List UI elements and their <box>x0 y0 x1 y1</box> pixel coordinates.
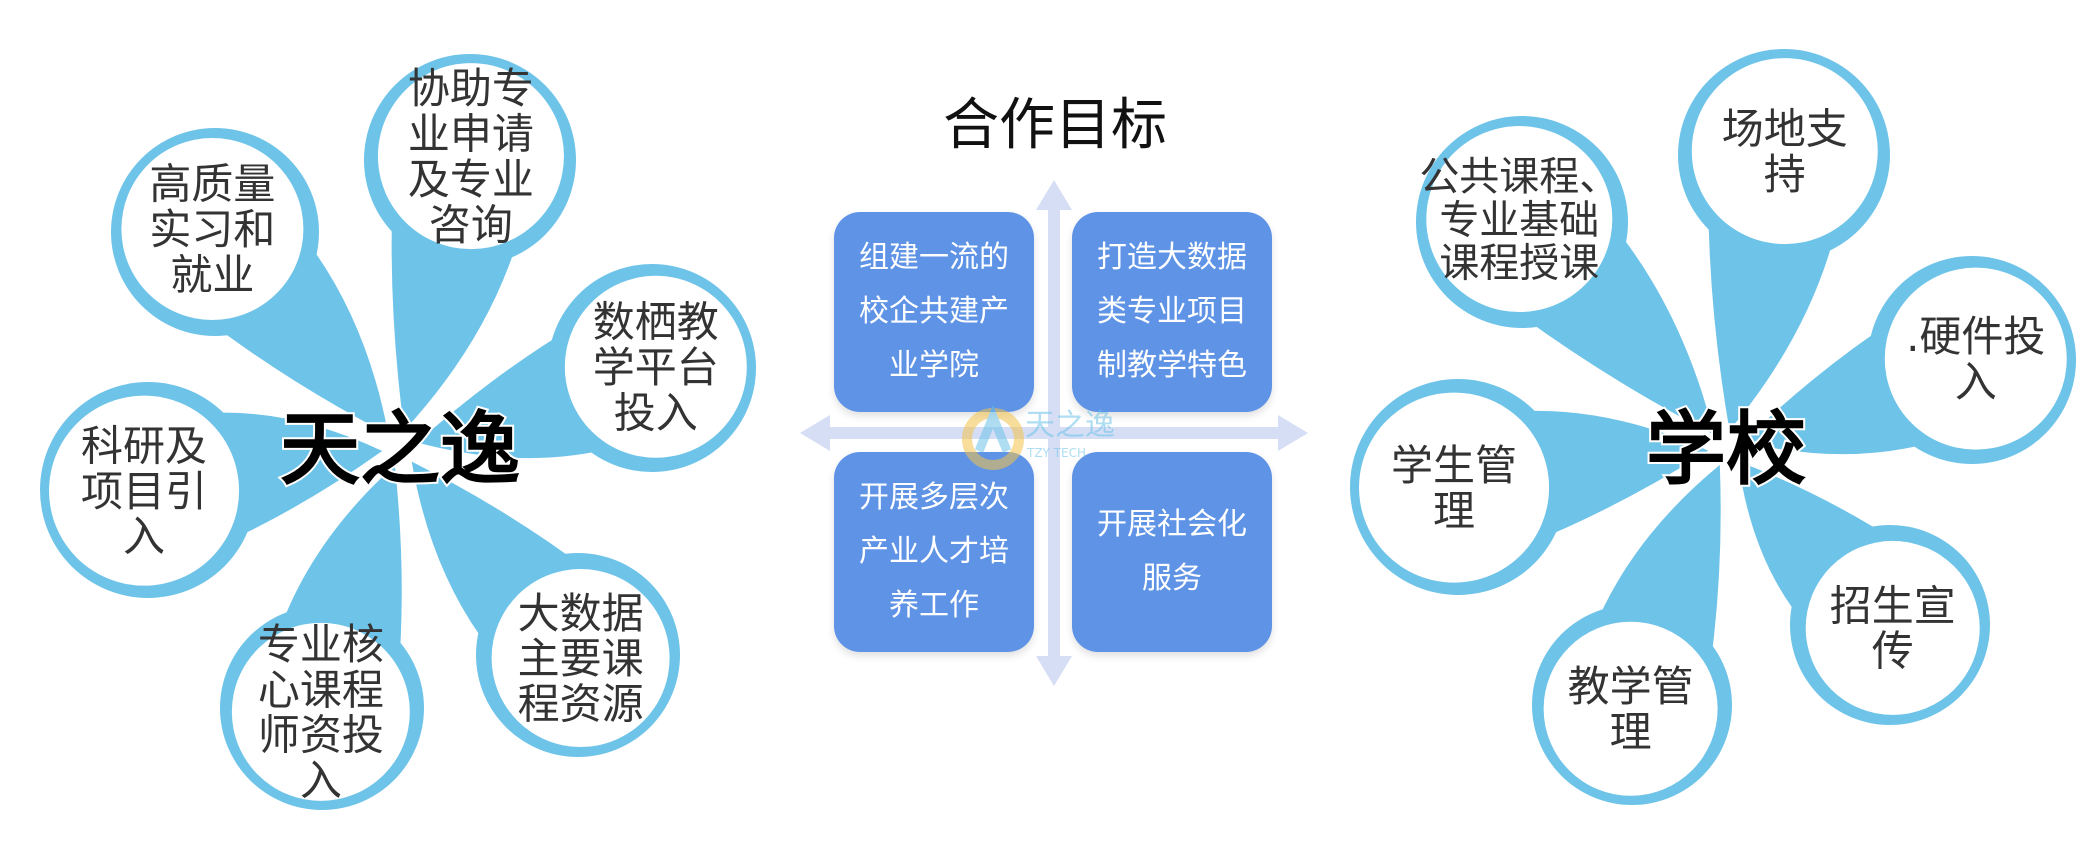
left-hub-label: 天之逸 <box>280 403 520 496</box>
axis-arrow-down <box>1036 656 1072 686</box>
right-petal-label-enrollment: 招生宣传 <box>1830 581 1956 675</box>
goal-line: 开展社会化 <box>1097 507 1247 542</box>
left-petal-line: 咨询 <box>429 200 513 249</box>
left-petal-line: 师资投 <box>258 711 384 760</box>
right-petal-label-venue: 场地支持 <box>1722 105 1848 199</box>
goal-top-right: 打造大数据类专业项目制教学特色 <box>1072 212 1272 412</box>
left-petal-line: 程资源 <box>518 680 644 729</box>
left-petal-line: 就业 <box>170 250 254 299</box>
right-hub-label: 学校 <box>1646 403 1806 496</box>
left-petal-line: 入 <box>300 756 342 805</box>
right-petal-line: .硬件投 <box>1906 312 2045 361</box>
axis-arrow-up <box>1036 180 1072 210</box>
axis-arrow-left <box>800 415 830 451</box>
left-petal-label-major-consult: 协助专业申请及专业咨询 <box>408 64 534 249</box>
horizontal-axis <box>815 427 1295 439</box>
left-petal-line: 专业核 <box>258 620 384 669</box>
goal-line: 类专业项目 <box>1097 294 1247 329</box>
left-petal-bubble-platform <box>564 275 747 458</box>
left-petal-line: 数栖教 <box>593 298 719 347</box>
right-petal-line: 公共课程、 <box>1419 154 1619 200</box>
watermark-logo: 天之逸 TZY TECH <box>962 405 1115 470</box>
goal-line: 养工作 <box>889 588 979 623</box>
goal-top-left: 组建一流的校企共建产业学院 <box>834 212 1034 412</box>
left-petal-label-internship: 高质量实习和就业 <box>149 160 275 300</box>
left-petal-bubble-major-consult <box>377 63 564 250</box>
right-petal-line: 场地支 <box>1722 105 1848 154</box>
watermark-mark-icon <box>974 405 1012 453</box>
right-petal-bubble-venue <box>1691 58 1878 245</box>
right-petal-line: 持 <box>1764 150 1806 199</box>
goal-bottom-right: 开展社会化服务 <box>1072 452 1272 652</box>
goal-line: 制教学特色 <box>1097 348 1247 383</box>
left-petal-line: 实习和 <box>149 205 275 254</box>
right-petal-line: 传 <box>1872 627 1914 676</box>
left-petal-bubble-research <box>49 395 240 586</box>
left-petal-label-platform: 数栖教学平台投入 <box>593 298 719 438</box>
right-petal-label-public-courses: 公共课程、专业基础课程授课 <box>1419 154 1619 286</box>
left-petal-bubble-internship <box>121 137 304 320</box>
left-petal-line: 高质量 <box>149 160 275 209</box>
goals-title: 合作目标 <box>943 93 1167 158</box>
left-petal-line: 业申请 <box>408 110 534 159</box>
left-petal-label-research: 科研及项目引入 <box>81 421 207 561</box>
left-petal-line: 投入 <box>614 388 698 437</box>
watermark-subtext: TZY TECH <box>1026 446 1086 460</box>
right-petal-line: 理 <box>1610 708 1652 757</box>
left-petal-label-core-faculty: 专业核心课程师资投入 <box>258 620 384 805</box>
left-petal-line: 主要课 <box>518 634 644 683</box>
right-petal-line: 课程授课 <box>1439 241 1599 287</box>
left-petal-bubble-core-faculty <box>231 622 410 801</box>
right-petal-stem-enrollment <box>1738 461 1899 627</box>
right-petal-line: 理 <box>1433 486 1475 535</box>
goal-line: 打造大数据 <box>1097 240 1247 275</box>
goal-bottom-left: 开展多层次产业人才培养工作 <box>834 452 1034 652</box>
watermark-text: 天之逸 <box>1025 408 1115 443</box>
goal-line: 组建一流的 <box>859 240 1009 275</box>
left-petal-line: 协助专 <box>408 64 534 113</box>
right-petal-line: 学生管 <box>1391 441 1517 490</box>
goal-line: 业学院 <box>889 348 979 383</box>
right-petal-bubble-student-mgmt <box>1359 392 1550 583</box>
right-petal-bubble-enrollment <box>1805 540 1980 715</box>
left-petal-bubble-curriculum-resources <box>491 569 670 748</box>
left-hub-group: 高质量实习和就业协助专业申请及专业咨询数栖教学平台投入大数据主要课程资源专业核心… <box>40 54 756 810</box>
right-petal-line: 招生宣 <box>1830 581 1956 630</box>
right-petal-bubble-public-courses <box>1426 126 1613 313</box>
right-petal-line: 专业基础 <box>1439 197 1599 243</box>
right-petal-bubble-teaching-mgmt <box>1543 621 1718 796</box>
left-petal-line: 及专业 <box>408 155 534 204</box>
left-petal-line: 心课程 <box>258 665 384 714</box>
goal-line: 校企共建产 <box>859 294 1009 329</box>
right-petal-bubble-hardware <box>1884 267 2067 450</box>
goal-axes <box>800 180 1308 686</box>
left-petal-line: 项目引 <box>81 467 207 516</box>
right-petal-line: 教学管 <box>1568 662 1694 711</box>
left-petal-line: 科研及 <box>81 421 207 470</box>
right-petal-label-student-mgmt: 学生管理 <box>1391 441 1517 535</box>
right-petal-label-teaching-mgmt: 教学管理 <box>1568 662 1694 756</box>
goal-line: 开展多层次 <box>859 480 1009 515</box>
axis-arrow-right <box>1278 415 1308 451</box>
left-petal-line: 学平台 <box>593 343 719 392</box>
goal-line: 服务 <box>1142 561 1202 596</box>
left-petal-line: 入 <box>123 512 165 561</box>
left-petal-line: 大数据 <box>518 589 644 638</box>
right-petal-line: 入 <box>1955 357 1997 406</box>
left-petal-label-curriculum-resources: 大数据主要课程资源 <box>518 589 644 729</box>
right-petal-label-hardware: .硬件投入 <box>1906 312 2045 406</box>
goal-line: 产业人才培 <box>859 534 1009 569</box>
